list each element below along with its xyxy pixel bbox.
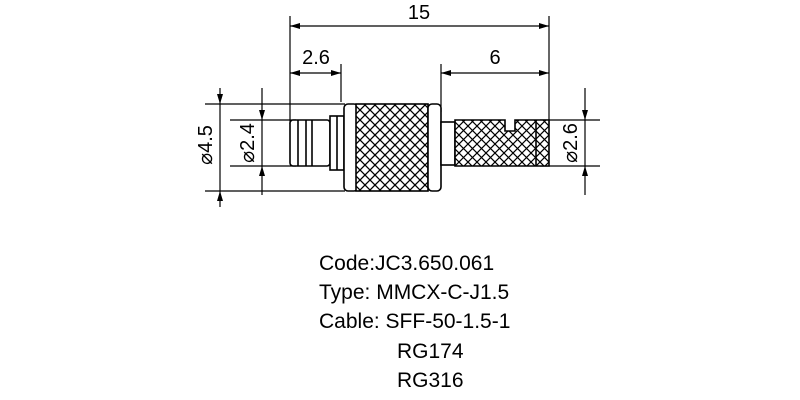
dim-crimp-diameter: ⌀2.6 [560,123,582,163]
spec-code: Code:JC3.650.061 [319,252,495,275]
spec-cable: Cable: SFF-50-1.5-1 [319,310,511,333]
connector-body [289,103,550,192]
dimension-arrows [217,23,588,201]
dim-crimp-length: 6 [489,47,500,69]
spec-cable-alt-2: RG316 [397,369,464,392]
dim-pin-length: 2.6 [302,47,330,69]
connector-drawing: 15 2.6 6 ⌀4.5 ⌀2.4 ⌀2.6 [195,2,600,207]
spec-type: Type: MMCX-C-J1.5 [319,281,510,304]
spec-cable-alt-1: RG174 [397,340,464,363]
dim-pin-diameter: ⌀2.4 [237,123,259,163]
dim-body-diameter: ⌀4.5 [195,125,217,165]
dim-overall-length: 15 [408,2,430,24]
